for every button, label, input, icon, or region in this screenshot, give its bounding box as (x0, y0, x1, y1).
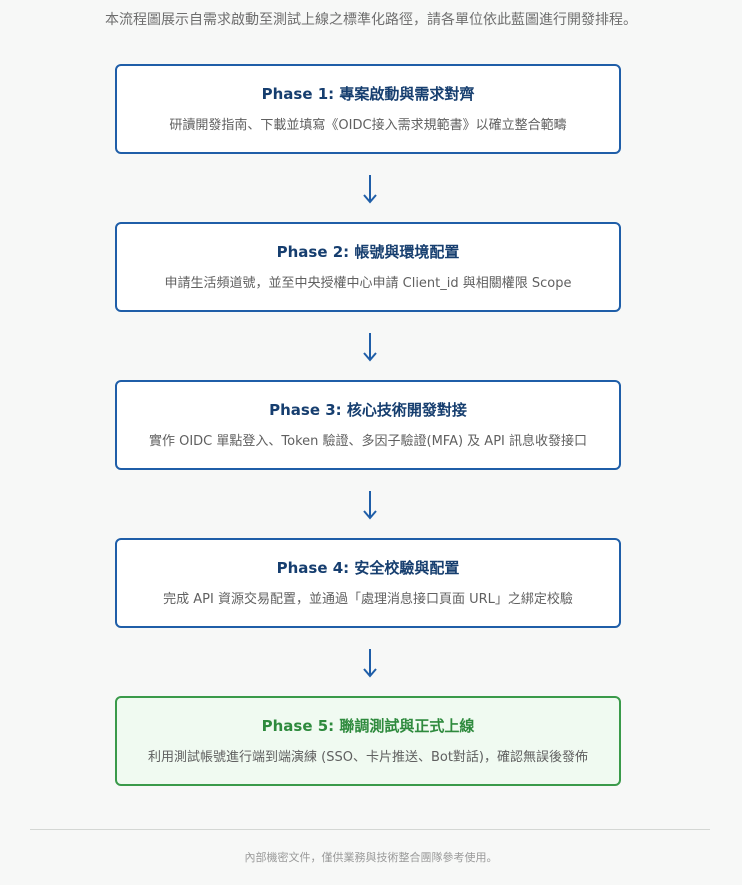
phase-4-title: Phase 4: 安全校驗與配置 (276, 559, 460, 577)
footer-note: 內部機密文件，僅供業務與技術整合團隊參考使用。 (244, 851, 498, 864)
footer-divider (30, 829, 710, 830)
phase-5-description: 利用測試帳號進行端到端演練 (SSO、卡片推送、Bot對話)，確認無誤後發佈 (148, 750, 588, 765)
arrow-down-icon (363, 491, 377, 520)
phase-3-title: Phase 3: 核心技術開發對接 (269, 401, 467, 419)
arrow-down-icon (363, 175, 377, 204)
phase-3-box: Phase 3: 核心技術開發對接 實作 OIDC 單點登入、Token 驗證、… (115, 380, 621, 470)
phase-5-box: Phase 5: 聯調測試與正式上線 利用測試帳號進行端到端演練 (SSO、卡片… (115, 696, 621, 786)
phase-4-description: 完成 API 資源交易配置，並通過「處理消息接口頁面 URL」之綁定校驗 (163, 592, 573, 607)
phase-4-box: Phase 4: 安全校驗與配置 完成 API 資源交易配置，並通過「處理消息接… (115, 538, 621, 628)
phase-1-description: 研讀開發指南、下載並填寫《OIDC接入需求規範書》以確立整合範疇 (169, 118, 567, 133)
phase-3-description: 實作 OIDC 單點登入、Token 驗證、多因子驗證(MFA) 及 API 訊… (148, 434, 588, 449)
intro-text: 本流程圖展示自需求啟動至測試上線之標準化路徑，請各單位依此藍圖進行開發排程。 (105, 12, 637, 28)
phase-2-description: 申請生活頻道號，並至中央授權中心申請 Client_id 與相關權限 Scope (164, 276, 572, 291)
phase-1-title: Phase 1: 專案啟動與需求對齊 (261, 85, 475, 103)
phase-5-title: Phase 5: 聯調測試與正式上線 (261, 717, 475, 735)
phase-2-box: Phase 2: 帳號與環境配置 申請生活頻道號，並至中央授權中心申請 Clie… (115, 222, 621, 312)
arrow-down-icon (363, 333, 377, 362)
phase-1-box: Phase 1: 專案啟動與需求對齊 研讀開發指南、下載並填寫《OIDC接入需求… (115, 64, 621, 154)
phase-2-title: Phase 2: 帳號與環境配置 (276, 243, 460, 261)
arrow-down-icon (363, 649, 377, 678)
